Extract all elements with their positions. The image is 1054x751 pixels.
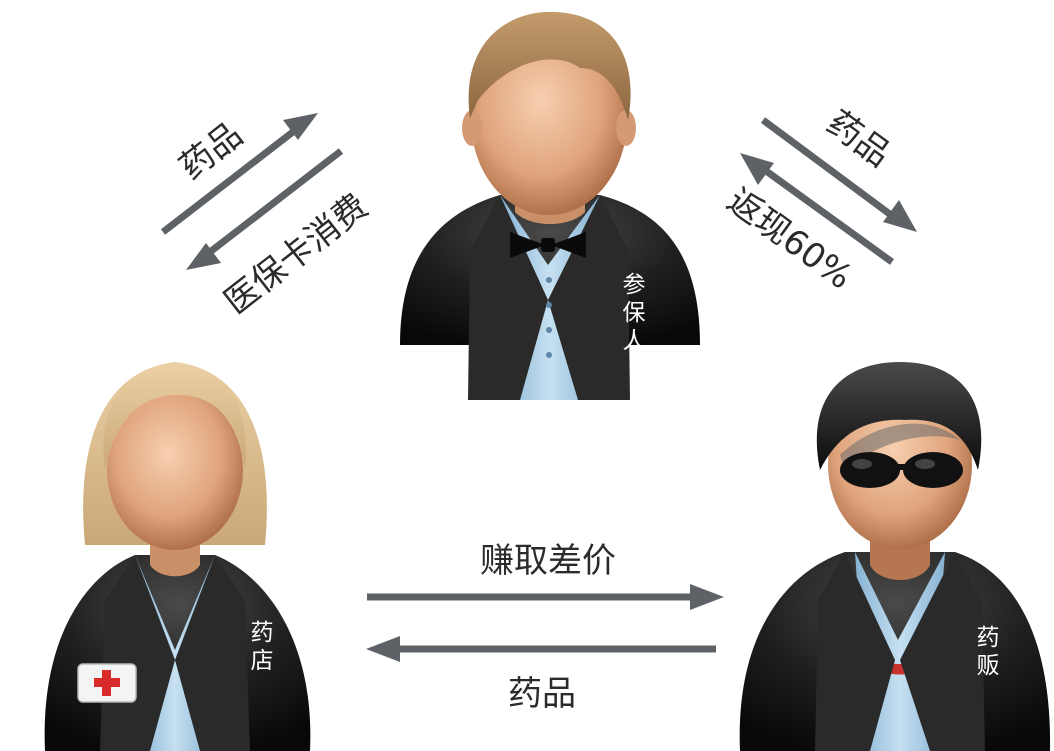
dealer-person-icon: 药 贩 [739, 362, 1051, 751]
arrow-pharmacy-to-insured [160, 113, 318, 235]
pharmacy-head [107, 390, 243, 550]
arrow-insured-to-pharmacy [186, 148, 344, 270]
insured-role-char-2: 保 [623, 300, 646, 326]
pharmacy-role-char-1: 药 [251, 620, 274, 646]
arrow-pharmacy-to-dealer [367, 584, 724, 610]
pharmacy-person-icon: 药 店 [44, 362, 311, 751]
insured-role-char-3: 人 [623, 328, 646, 354]
arrow-dealer-to-insured [740, 153, 895, 265]
insured-role-label: 参 保 人 [623, 272, 646, 354]
label-insured-to-pharmacy: 医保卡消费 [217, 186, 376, 322]
arrow-dealer-to-pharmacy [366, 636, 716, 662]
label-dealer-to-pharmacy: 药品 [508, 674, 576, 714]
pharmacy-hair [103, 365, 246, 470]
insured-head [471, 25, 627, 215]
pharmacy-role-char-2: 店 [251, 648, 274, 674]
insured-person-icon: 参 保 人 [400, 11, 700, 400]
dealer-hair [816, 362, 982, 470]
sunglasses-icon [840, 452, 963, 488]
pharmacy-role-label: 药 店 [251, 620, 274, 674]
label-pharmacy-to-dealer: 赚取差价 [480, 541, 616, 581]
label-dealer-to-insured: 返现60% [720, 181, 860, 298]
label-insured-to-dealer: 药品 [819, 103, 898, 175]
bow-tie-icon [510, 232, 545, 258]
insured-hair [468, 11, 631, 120]
insured-role-char-1: 参 [623, 272, 646, 298]
dealer-role-label: 药 贩 [977, 625, 1000, 679]
dealer-role-char-2: 贩 [977, 653, 1000, 679]
medical-cross-badge-icon [77, 663, 137, 703]
arrow-insured-to-dealer [760, 117, 917, 232]
dealer-role-char-1: 药 [977, 625, 1000, 651]
